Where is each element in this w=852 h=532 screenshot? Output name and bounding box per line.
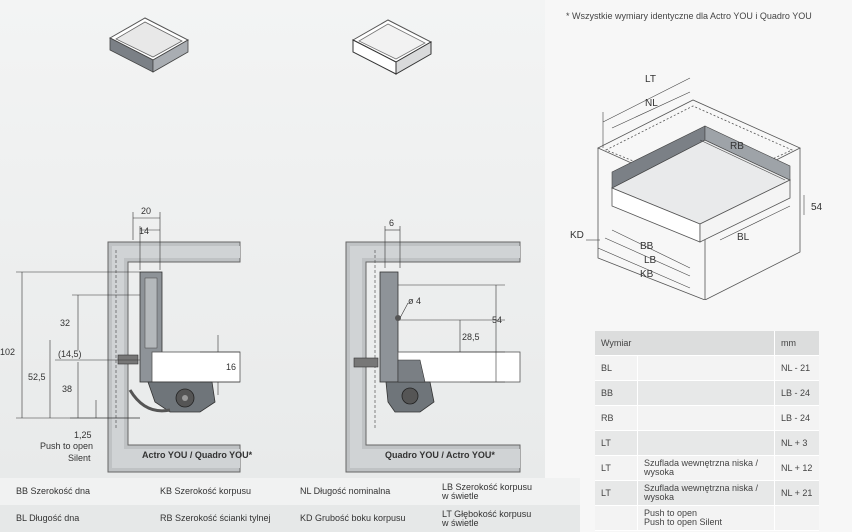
spec-header-unit: mm xyxy=(774,331,819,356)
iso-label-bb: BB xyxy=(640,241,654,252)
left-cross-section-drawing: 20 14 102 32 (14,5) 52,5 38 16 1,25 Push… xyxy=(0,206,253,473)
legend-lb-line2: w świetle xyxy=(442,490,479,501)
left-caption: Actro YOU / Quadro YOU* xyxy=(142,450,253,460)
iso-label-54: 54 xyxy=(811,202,823,213)
spec-code: RB xyxy=(595,405,638,431)
dim-52-5: 52,5 xyxy=(28,372,46,382)
iso-label-lt: LT xyxy=(645,74,656,85)
spec-value: NL + 3 xyxy=(774,430,819,456)
push-to-open-label: Push to open xyxy=(40,441,93,451)
dim-diameter-4: ø 4 xyxy=(408,296,421,306)
legend-row: BL Długość dna RB Szerokość ścianki tyln… xyxy=(0,505,580,532)
dim-54: 54 xyxy=(492,315,502,325)
iso-label-kb: KB xyxy=(640,269,654,280)
legend-lb-line1: LB Szerokość korpusu xyxy=(442,481,533,492)
spec-value: NL - 21 xyxy=(774,355,819,381)
table-row: LT Szuflada wewnętrzna niska /wysoka NL … xyxy=(595,455,819,481)
spec-value: LB - 24 xyxy=(774,405,819,431)
spec-value: LB - 24 xyxy=(774,380,819,406)
dim-1-25: 1,25 xyxy=(74,430,92,440)
drawer-thumbnail-left xyxy=(108,17,190,73)
dim-16: 16 xyxy=(226,362,236,372)
spec-header-wymiar: Wymiar xyxy=(595,331,775,356)
legend-lt-line2: w świetle xyxy=(442,517,479,528)
table-row: LT Szuflada wewnętrzna niska /wysoka NL … xyxy=(595,480,819,506)
drawer-thumbnail-middle xyxy=(351,19,433,75)
table-row: BB LB - 24 xyxy=(595,380,819,406)
dim-38: 38 xyxy=(62,384,72,394)
silent-label: Silent xyxy=(68,453,91,463)
legend-lb: LB Szerokość korpusu w świetle xyxy=(442,478,532,505)
spec-desc-line2: wysoka xyxy=(644,467,675,477)
spec-code: LT xyxy=(595,455,638,481)
spec-table: Wymiar mm BL NL - 21 BB LB - 24 RB LB - … xyxy=(595,331,819,531)
spec-desc xyxy=(637,405,775,431)
spec-desc xyxy=(637,430,775,456)
iso-label-rb: RB xyxy=(730,141,744,152)
legend-lt: LT Głębokość korpusu w świetle xyxy=(442,505,531,532)
iso-label-kd: KD xyxy=(570,230,584,241)
spec-code xyxy=(595,505,638,531)
legend-lt-line1: LT Głębokość korpusu xyxy=(442,508,532,519)
iso-label-nl: NL xyxy=(645,98,658,109)
spec-code: BB xyxy=(595,380,638,406)
legend-bl: BL Długość dna xyxy=(16,513,80,523)
dim-6: 6 xyxy=(389,218,394,228)
iso-label-lb: LB xyxy=(644,255,657,266)
legend-row: BB Szerokość dna KB Szerokość korpusu NL… xyxy=(0,478,580,505)
dim-102: 102 xyxy=(0,347,15,357)
isometric-cabinet-drawing: LT NL RB 54 KD BB LB KB BL xyxy=(570,74,823,300)
legend-kd: KD Grubość boku korpusu xyxy=(300,513,406,523)
dim-28-5: 28,5 xyxy=(462,332,480,342)
spec-code: LT xyxy=(595,430,638,456)
spec-code: LT xyxy=(595,480,638,506)
middle-caption: Quadro YOU / Actro YOU* xyxy=(385,450,495,460)
dim-14: 14 xyxy=(139,226,149,236)
dim-32: 32 xyxy=(60,318,70,328)
spec-desc-line1: Szuflada wewnętrzna niska / xyxy=(644,458,759,468)
dim-14-5: (14,5) xyxy=(58,349,82,359)
legend-rb: RB Szerokość ścianki tylnej xyxy=(160,513,271,523)
spec-value: NL + 12 xyxy=(774,455,819,481)
middle-cross-section-drawing: 6 ø 4 54 28,5 Quadro YOU / Actro YOU* xyxy=(345,218,521,473)
spec-value xyxy=(774,505,819,531)
spec-desc-line2: wysoka xyxy=(644,492,675,502)
spec-desc: Szuflada wewnętrzna niska /wysoka xyxy=(637,480,775,506)
dim-20: 20 xyxy=(141,206,151,216)
spec-desc: Szuflada wewnętrzna niska /wysoka xyxy=(637,455,775,481)
left-panel-background xyxy=(0,0,545,532)
table-row: BL NL - 21 xyxy=(595,355,819,381)
spec-desc-line2: Push to open Silent xyxy=(644,517,723,527)
legend-table: BB Szerokość dna KB Szerokość korpusu NL… xyxy=(0,478,580,532)
table-row: RB LB - 24 xyxy=(595,405,819,431)
spec-desc xyxy=(637,380,775,406)
spec-code: BL xyxy=(595,355,638,381)
table-row: LT NL + 3 xyxy=(595,430,819,456)
note-text: * Wszystkie wymiary identyczne dla Actro… xyxy=(566,11,812,21)
spec-desc-line1: Push to open xyxy=(644,508,698,518)
spec-table-header: Wymiar mm xyxy=(595,331,819,356)
spec-desc xyxy=(637,355,775,381)
legend-nl: NL Długość nominalna xyxy=(300,486,391,496)
spec-value: NL + 21 xyxy=(774,480,819,506)
iso-label-bl: BL xyxy=(737,232,750,243)
legend-bb: BB Szerokość dna xyxy=(16,486,91,496)
spec-desc-line1: Szuflada wewnętrzna niska / xyxy=(644,483,759,493)
legend-kb: KB Szerokość korpusu xyxy=(160,486,252,496)
